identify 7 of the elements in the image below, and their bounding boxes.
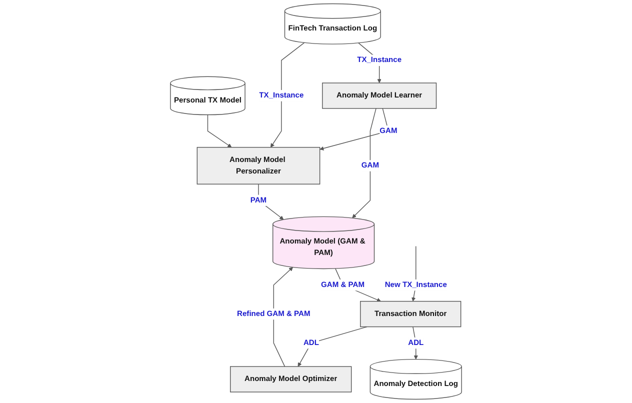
arrow: [320, 108, 389, 150]
arrow: [273, 267, 294, 367]
arrow: [207, 114, 232, 148]
arrow: [298, 326, 368, 367]
arrow: [270, 42, 305, 148]
arrow: [352, 108, 376, 218]
arrow: [412, 326, 418, 360]
